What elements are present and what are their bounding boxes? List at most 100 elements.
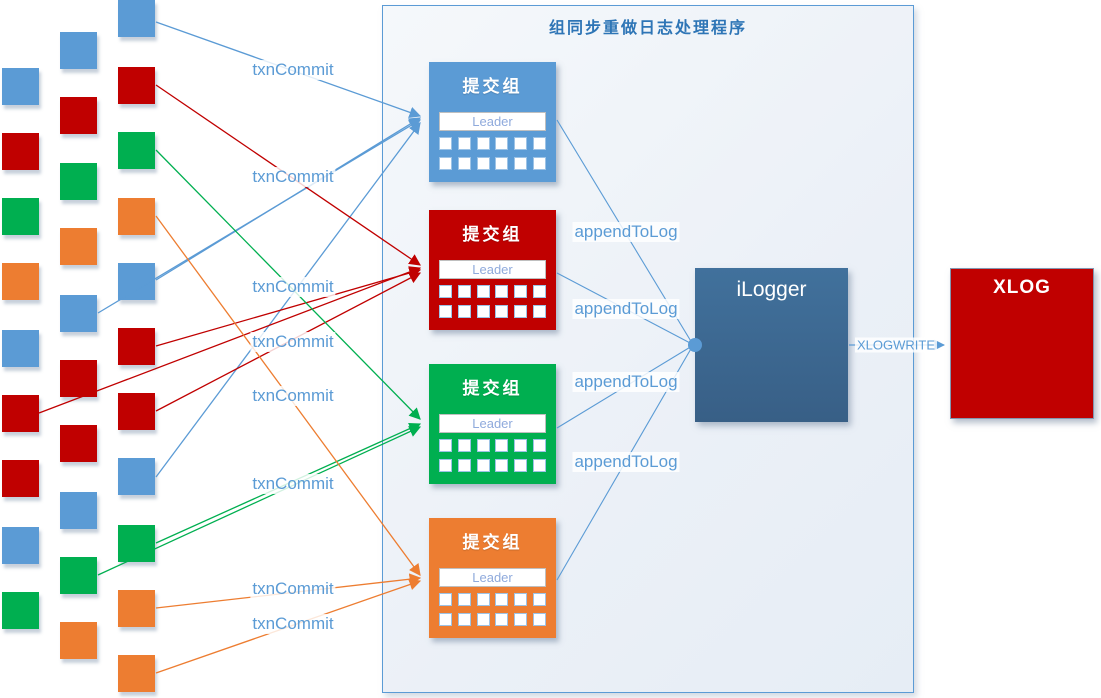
txn-square-red — [2, 133, 39, 170]
worker-slot — [476, 305, 490, 318]
commit-group-red: 提交组 Leader — [429, 210, 556, 330]
worker-slot — [439, 305, 452, 318]
txn-commit-label: txnCommit — [250, 579, 336, 599]
txn-square-green — [118, 132, 155, 169]
txn-square-red — [118, 67, 155, 104]
ilogger-box: iLogger — [695, 268, 848, 422]
worker-slot — [495, 137, 509, 150]
worker-slot — [439, 613, 452, 626]
worker-slot — [439, 157, 452, 170]
worker-slot — [532, 305, 546, 318]
commit-group-title: 提交组 — [462, 225, 523, 244]
worker-slot — [476, 613, 490, 626]
txn-square-orange — [118, 590, 155, 627]
worker-slot — [514, 137, 528, 150]
txn-square-green — [60, 163, 97, 200]
commit-group-title: 提交组 — [462, 533, 523, 552]
txn-commit-label: txnCommit — [250, 386, 336, 406]
leader-bar: Leader — [439, 414, 546, 433]
worker-slot — [457, 305, 471, 318]
worker-slot — [532, 613, 546, 626]
worker-slot — [532, 459, 546, 472]
txn-commit-label: txnCommit — [250, 277, 336, 297]
worker-slot — [457, 137, 471, 150]
worker-grid — [439, 137, 546, 170]
worker-grid — [439, 593, 546, 626]
worker-slot — [457, 459, 471, 472]
worker-slot — [457, 157, 471, 170]
commit-group-title: 提交组 — [462, 379, 523, 398]
worker-slot — [514, 459, 528, 472]
txn-square-orange — [2, 263, 39, 300]
append-to-log-label: appendToLog — [572, 452, 680, 472]
worker-slot — [457, 439, 471, 452]
txn-square-blue — [60, 295, 97, 332]
commit-group-orange: 提交组 Leader — [429, 518, 556, 638]
worker-slot — [495, 157, 509, 170]
txn-square-green — [60, 557, 97, 594]
txn-square-red — [2, 460, 39, 497]
worker-slot — [495, 613, 509, 626]
txn-square-red — [60, 425, 97, 462]
worker-slot — [532, 285, 546, 298]
worker-slot — [514, 305, 528, 318]
worker-slot — [476, 439, 490, 452]
txn-square-blue — [118, 263, 155, 300]
worker-slot — [457, 285, 471, 298]
txn-square-blue — [60, 492, 97, 529]
txn-commit-label: txnCommit — [250, 614, 336, 634]
txn-square-orange — [118, 198, 155, 235]
txn-square-green — [118, 525, 155, 562]
worker-slot — [439, 137, 452, 150]
txn-square-orange — [60, 228, 97, 265]
worker-slot — [495, 593, 509, 606]
leader-bar: Leader — [439, 260, 546, 279]
leader-bar: Leader — [439, 568, 546, 587]
txn-square-blue — [2, 527, 39, 564]
worker-grid — [439, 285, 546, 318]
worker-slot — [514, 157, 528, 170]
worker-slot — [476, 459, 490, 472]
worker-slot — [495, 305, 509, 318]
worker-slot — [514, 439, 528, 452]
worker-grid — [439, 439, 546, 472]
worker-slot — [476, 285, 490, 298]
txn-square-red — [118, 393, 155, 430]
worker-slot — [476, 157, 490, 170]
txn-commit-label: txnCommit — [250, 332, 336, 352]
worker-slot — [495, 439, 509, 452]
txn-square-green — [2, 198, 39, 235]
worker-slot — [532, 137, 546, 150]
container-title: 组同步重做日志处理程序 — [548, 20, 747, 37]
txn-commit-label: txnCommit — [250, 474, 336, 494]
txn-square-orange — [118, 655, 155, 692]
leader-bar: Leader — [439, 112, 546, 131]
worker-slot — [457, 613, 471, 626]
commit-group-blue: 提交组 Leader — [429, 62, 556, 182]
append-to-log-label: appendToLog — [572, 372, 680, 392]
worker-slot — [495, 285, 509, 298]
xlog-write-label: XLOGWRITE — [854, 337, 938, 353]
xlog-label: XLOG — [993, 277, 1051, 298]
worker-slot — [439, 459, 452, 472]
txn-commit-label: txnCommit — [250, 60, 336, 80]
worker-slot — [532, 593, 546, 606]
txn-square-green — [2, 592, 39, 629]
txn-commit-label: txnCommit — [250, 167, 336, 187]
commit-group-title: 提交组 — [462, 77, 523, 96]
txn-square-orange — [60, 622, 97, 659]
append-to-log-label: appendToLog — [572, 299, 680, 319]
worker-slot — [514, 613, 528, 626]
worker-slot — [532, 439, 546, 452]
worker-slot — [514, 285, 528, 298]
txn-square-blue — [2, 68, 39, 105]
txn-square-blue — [118, 458, 155, 495]
txn-commit-edge-blue — [155, 117, 421, 281]
append-to-log-label: appendToLog — [572, 222, 680, 242]
worker-slot — [439, 285, 452, 298]
worker-slot — [439, 439, 452, 452]
worker-slot — [476, 593, 490, 606]
worker-slot — [495, 459, 509, 472]
worker-slot — [476, 137, 490, 150]
